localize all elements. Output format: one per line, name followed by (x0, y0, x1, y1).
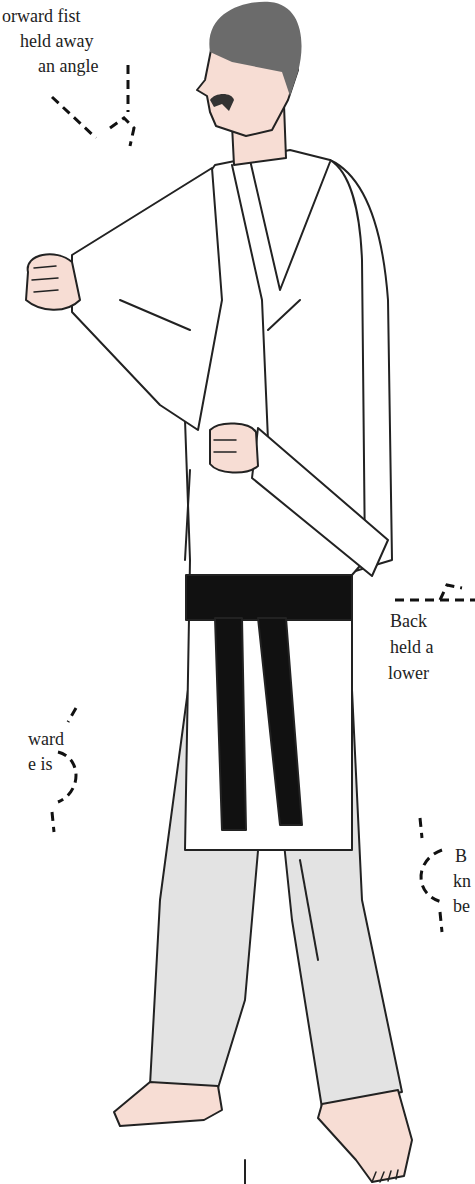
fist-leader (52, 97, 96, 138)
pant-crease (300, 860, 318, 960)
left-foot (114, 1082, 222, 1126)
callout-text: ward (28, 728, 64, 750)
toes (372, 1170, 398, 1182)
callout-text: lower (388, 662, 429, 684)
back-fist-fingers (214, 440, 236, 452)
back-fist (210, 423, 258, 472)
hair (209, 2, 301, 96)
callout-text: an angle (38, 55, 98, 77)
forward-fist (26, 254, 80, 309)
forward-sleeve (72, 168, 222, 430)
knee-arc (58, 752, 76, 802)
knee-leader (440, 912, 442, 932)
callout-text: B (455, 845, 467, 867)
belt (186, 575, 352, 620)
back-fist-leader (395, 599, 475, 602)
sleeve-fold (120, 300, 190, 330)
fist-fingers (32, 266, 58, 292)
callout-text: orward fist (2, 5, 80, 27)
callout-text: e is (28, 753, 53, 775)
belt-tail (258, 618, 302, 825)
callout-text: be (453, 895, 470, 917)
fist-leader (127, 65, 130, 112)
callout-text: held away (20, 30, 93, 52)
angle-marker (440, 585, 462, 600)
back-forearm (252, 428, 388, 576)
callout-text: held a (390, 636, 433, 658)
knee-leader (68, 708, 76, 722)
mustache (210, 94, 234, 111)
right-foot (318, 1090, 412, 1182)
ground-mark (244, 1160, 246, 1184)
belt-tail (215, 618, 246, 830)
knee-leader (52, 812, 54, 832)
callout-text: kn (453, 870, 471, 892)
callout-text: Back (390, 610, 427, 632)
knee-leader (420, 818, 422, 838)
knee-arc (421, 850, 442, 902)
angle-marker (110, 118, 134, 146)
